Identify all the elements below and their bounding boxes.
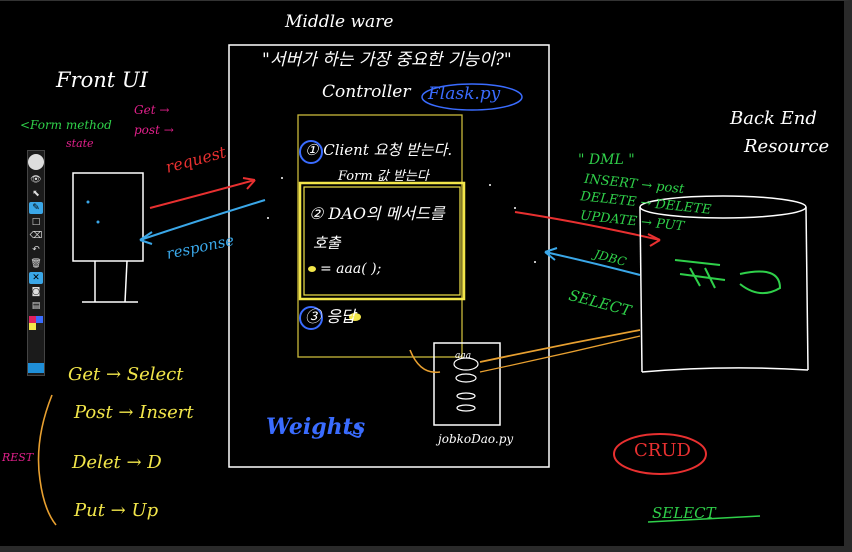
form-state-label: state — [66, 137, 94, 150]
step2-label: ② DAO의 메서드를 — [309, 204, 445, 223]
db-cylinder-bottom — [641, 367, 809, 373]
step1-circle — [299, 140, 323, 164]
get-label: Get → — [134, 103, 170, 117]
color-indicator[interactable] — [28, 363, 44, 373]
crud-label: CRUD — [634, 440, 691, 461]
pointer-icon[interactable]: ⬉ — [32, 189, 40, 199]
dao-db-curve — [479, 329, 641, 363]
dao-file-label: jobkoDao.py — [438, 432, 514, 446]
request-arrow — [149, 179, 256, 209]
method-delete: Delet → D — [72, 452, 162, 473]
step3-label: ③ 응답 — [305, 307, 356, 326]
step1b-label: Form 값 받는다 — [338, 169, 429, 184]
camera-icon[interactable]: ◙ — [31, 287, 41, 297]
backend-title-2: Resource — [744, 136, 830, 157]
dao-top-label: aaa — [455, 351, 472, 361]
paste-icon[interactable]: ▤ — [31, 301, 41, 311]
shape-icon[interactable]: □ — [31, 217, 41, 227]
server-question: "서버가 하는 가장 중요한 기능이?" — [262, 50, 512, 70]
step2b-label: 호출 — [313, 234, 341, 252]
pen-icon[interactable] — [28, 154, 44, 170]
rest-label: REST — [2, 451, 34, 464]
select-bottom-label: SELECT — [652, 504, 716, 522]
eraser-icon[interactable]: ⌫ — [29, 231, 43, 241]
dml-label: " DML " — [578, 152, 635, 168]
weights-label: Weights — [266, 414, 366, 440]
response-arrow — [139, 199, 266, 241]
drawing-toolbar: 👁 ⬉ ✎ □ ⌫ ↶ 🗑 ✕ ◙ ▤ — [27, 150, 45, 376]
post-label: post → — [134, 123, 174, 137]
db-response-arrow — [544, 251, 641, 276]
method-put: Put → Up — [74, 500, 159, 521]
flask-label: Flask.py — [428, 84, 501, 104]
dao-call-box — [298, 181, 466, 301]
method-get: Get → Select — [68, 364, 184, 385]
crud-circle — [613, 433, 707, 475]
front-ui-title: Front UI — [56, 68, 148, 92]
blue-dot — [86, 200, 90, 204]
form-method-label: <Form method — [20, 118, 112, 132]
middleware-title: Middle ware — [285, 12, 394, 32]
controller-box — [297, 114, 463, 358]
delete-icon[interactable]: 🗑 — [30, 259, 42, 269]
flask-circle — [421, 83, 523, 111]
step3-circle — [299, 306, 323, 330]
methods-brace — [37, 394, 57, 526]
eye-icon[interactable]: 👁 — [30, 175, 42, 185]
select-icon[interactable]: ✕ — [29, 272, 43, 284]
step1-label: ① Client 요청 받는다. — [305, 141, 453, 159]
monitor-stand-right — [124, 260, 128, 303]
db-request-arrow — [514, 211, 661, 241]
highlighter-icon[interactable]: ✎ — [29, 202, 43, 214]
undo-icon[interactable]: ↶ — [32, 245, 40, 255]
blue-dot-2 — [96, 220, 100, 224]
method-post: Post → Insert — [74, 402, 194, 423]
controller-label: Controller — [322, 82, 411, 102]
dao-file-box — [433, 342, 501, 426]
browser-window-sketch — [72, 172, 144, 262]
backend-title-1: Back End — [730, 108, 817, 129]
color-palette[interactable] — [29, 316, 43, 330]
step2c-label: = aaa( ); — [320, 261, 382, 277]
